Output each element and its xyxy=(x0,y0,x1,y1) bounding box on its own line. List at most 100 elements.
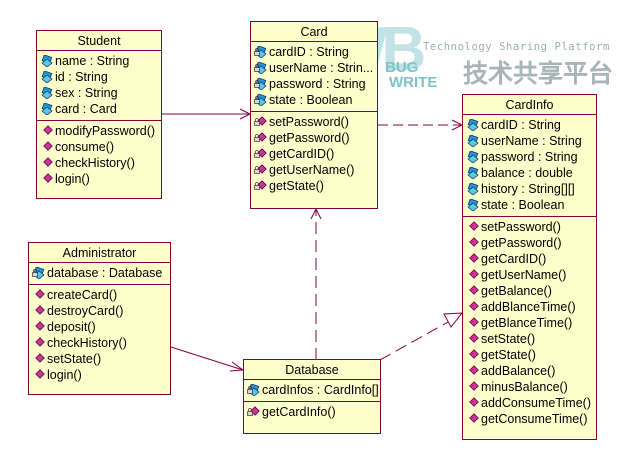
operation-label: addConsumeTime() xyxy=(481,396,591,410)
class-administrator[interactable]: Administrator database : Database create… xyxy=(28,242,171,395)
operation-row: getCardID() xyxy=(254,146,374,162)
operation-icon xyxy=(466,253,480,265)
attribute-icon xyxy=(40,70,54,84)
operation-icon xyxy=(32,321,46,333)
operation-row: getUserName() xyxy=(466,267,593,283)
operation-label: setState() xyxy=(481,332,536,346)
watermark-write: WRITE xyxy=(389,74,437,91)
attribute-label: database : Database xyxy=(47,266,163,280)
class-student-operations: modifyPassword()consume()checkHistory()l… xyxy=(37,120,161,190)
attribute-row: history : String[][] xyxy=(466,181,593,197)
class-administrator-operations: createCard()destroyCard()deposit()checkH… xyxy=(29,284,170,386)
operation-icon xyxy=(466,397,480,409)
operation-label: setPassword() xyxy=(269,115,349,129)
watermark-tagline: Technology Sharing Platform xyxy=(423,41,610,53)
class-card-title: Card xyxy=(251,22,377,42)
operation-label: getPassword() xyxy=(481,236,562,250)
private-operation-icon xyxy=(247,406,261,418)
attribute-icon xyxy=(466,166,480,180)
attribute-label: cardID : String xyxy=(269,45,349,59)
attribute-label: userName : Strin... xyxy=(269,61,374,75)
class-database[interactable]: Database cardInfos : CardInfo[] getCardI… xyxy=(243,359,381,434)
operation-label: getPassword() xyxy=(269,131,350,145)
operation-label: deposit() xyxy=(47,320,96,334)
class-card-operations: setPassword() getPassword() getCardID() get… xyxy=(251,111,377,197)
operation-row: createCard() xyxy=(32,287,167,303)
operation-icon xyxy=(466,333,480,345)
operation-row: modifyPassword() xyxy=(40,123,158,139)
operation-label: checkHistory() xyxy=(55,156,135,170)
private-attribute-icon xyxy=(254,93,268,107)
database-card-dependency xyxy=(310,207,322,360)
attribute-row: sex : String xyxy=(40,85,158,101)
attribute-label: history : String[][] xyxy=(481,182,575,196)
private-operation-icon xyxy=(254,116,268,128)
operation-icon xyxy=(466,301,480,313)
operation-label: getCardID() xyxy=(269,147,335,161)
operation-row: login() xyxy=(32,367,167,383)
operation-label: getBlanceTime() xyxy=(481,316,573,330)
attribute-row: database : Database xyxy=(32,265,167,281)
student-card-association xyxy=(162,108,252,120)
private-attribute-icon xyxy=(32,266,46,280)
class-database-title: Database xyxy=(244,360,380,380)
operation-icon xyxy=(466,413,480,425)
class-card[interactable]: Card cardID : String userName : Strin...p… xyxy=(250,21,378,209)
operation-row: addBalance() xyxy=(466,363,593,379)
class-cardinfo-operations: setPassword()getPassword()getCardID()get… xyxy=(463,216,596,430)
private-attribute-icon xyxy=(254,77,268,91)
operation-icon xyxy=(466,365,480,377)
attribute-icon xyxy=(40,102,54,116)
private-attribute-icon xyxy=(254,45,268,59)
private-attribute-icon xyxy=(254,61,268,75)
operation-icon xyxy=(32,369,46,381)
private-attribute-icon xyxy=(247,383,261,397)
attribute-row: cardInfos : CardInfo[] xyxy=(247,382,379,398)
operation-icon xyxy=(466,317,480,329)
attribute-label: userName : String xyxy=(481,134,582,148)
operation-label: getUserName() xyxy=(269,163,355,177)
operation-row: minusBalance() xyxy=(466,379,593,395)
class-cardinfo-title: CardInfo xyxy=(463,95,596,115)
card-cardinfo-dependency xyxy=(378,119,464,131)
attribute-row: userName : Strin... xyxy=(254,60,374,76)
operation-label: getBalance() xyxy=(481,284,552,298)
operation-row: setState() xyxy=(32,351,167,367)
operation-label: getCardInfo() xyxy=(262,405,336,419)
attribute-label: state : Boolean xyxy=(269,93,353,107)
operation-row: consume() xyxy=(40,139,158,155)
operation-label: getUserName() xyxy=(481,268,567,282)
operation-icon xyxy=(466,221,480,233)
private-operation-icon xyxy=(254,164,268,176)
database-cardinfo-realization xyxy=(379,312,464,361)
operation-label: createCard() xyxy=(47,288,118,302)
operation-row: addConsumeTime() xyxy=(466,395,593,411)
operation-icon xyxy=(32,337,46,349)
attribute-row: balance : double xyxy=(466,165,593,181)
attribute-label: state : Boolean xyxy=(481,198,565,212)
attribute-row: password : String xyxy=(254,76,374,92)
operation-row: checkHistory() xyxy=(32,335,167,351)
attribute-label: sex : String xyxy=(55,86,118,100)
operation-row: getState() xyxy=(254,178,374,194)
attribute-icon xyxy=(466,134,480,148)
class-database-operations: getCardInfo() xyxy=(244,401,380,423)
attribute-icon xyxy=(466,150,480,164)
operation-row: getPassword() xyxy=(466,235,593,251)
operation-icon xyxy=(466,285,480,297)
operation-row: login() xyxy=(40,171,158,187)
operation-icon xyxy=(32,289,46,301)
operation-label: minusBalance() xyxy=(481,380,568,394)
operation-label: getCardID() xyxy=(481,252,547,266)
class-administrator-attributes: database : Database xyxy=(29,263,170,284)
attribute-label: password : String xyxy=(481,150,578,164)
operation-row: destroyCard() xyxy=(32,303,167,319)
attribute-row: state : Boolean xyxy=(466,197,593,213)
attribute-row: name : String xyxy=(40,53,158,69)
operation-label: login() xyxy=(47,368,82,382)
